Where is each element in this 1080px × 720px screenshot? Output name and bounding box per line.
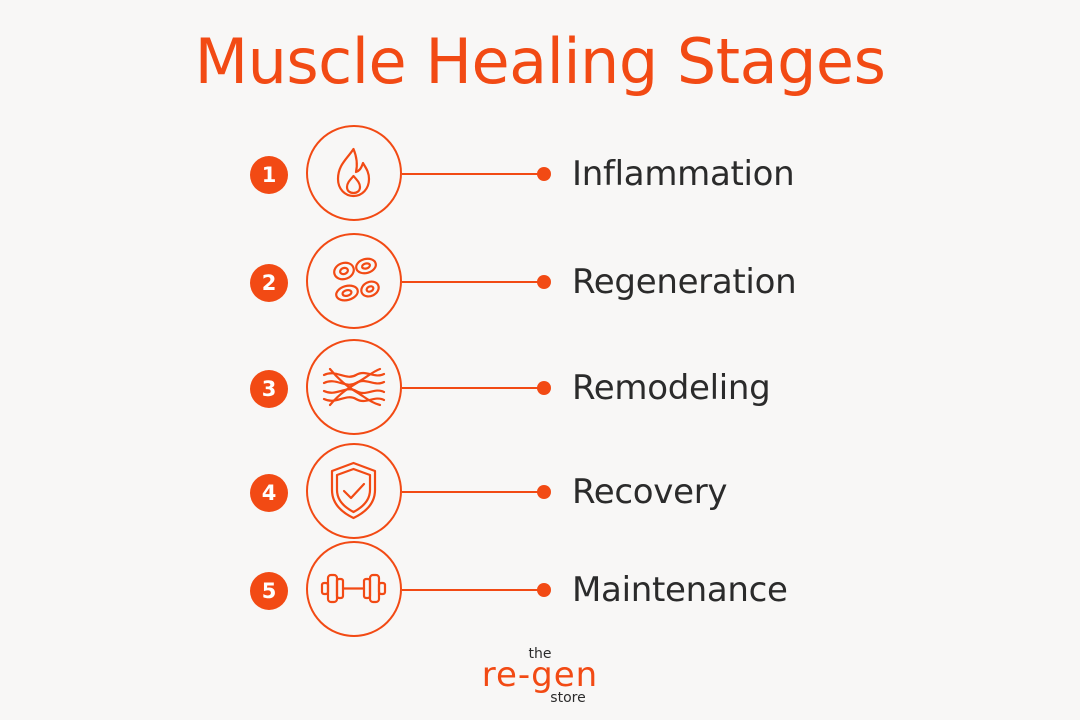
flame-icon (336, 147, 371, 198)
woven-fibers-icon (322, 367, 386, 407)
stage-label: Maintenance (572, 570, 788, 610)
brand-main-text: re-gen (481, 655, 599, 695)
stage-number-badge: 1 (250, 156, 288, 194)
stage-label: Regeneration (572, 262, 797, 302)
stage-connector-line (402, 589, 540, 591)
dumbbell-icon (320, 573, 387, 604)
stage-number-badge: 2 (250, 264, 288, 302)
stage-label: Inflammation (572, 154, 795, 194)
cells-icon (333, 257, 380, 302)
stage-connector-line (402, 281, 540, 283)
stage-icon-ring (306, 233, 402, 329)
brand-logo: the re-gen store (440, 643, 640, 713)
shield-check-icon (330, 461, 377, 520)
stage-connector-dot (537, 275, 551, 289)
stage-number-badge: 5 (250, 572, 288, 610)
brand-the-text: the (528, 646, 552, 662)
page-title: Muscle Healing Stages (194, 25, 886, 98)
stage-connector-dot (537, 485, 551, 499)
stage-connector-dot (537, 167, 551, 181)
stage-label: Remodeling (572, 368, 771, 408)
stage-number-badge: 3 (250, 370, 288, 408)
stage-icon-ring (306, 541, 402, 637)
stage-connector-dot (537, 381, 551, 395)
stage-connector-line (402, 491, 540, 493)
stage-icon-ring (306, 339, 402, 435)
stage-label: Recovery (572, 472, 728, 512)
stage-number-badge: 4 (250, 474, 288, 512)
stage-row-inflammation: 1 Inflammation (0, 125, 1080, 225)
stage-connector-line (402, 173, 540, 175)
stage-row-remodeling: 3 Remodeling (0, 339, 1080, 439)
stage-icon-ring (306, 443, 402, 539)
stage-row-regeneration: 2 Regeneration (0, 233, 1080, 333)
stage-row-maintenance: 5 Maintenance (0, 541, 1080, 641)
stage-row-recovery: 4 Recovery (0, 443, 1080, 543)
stage-connector-dot (537, 583, 551, 597)
stage-icon-ring (306, 125, 402, 221)
brand-store-text: store (550, 690, 586, 706)
stage-connector-line (402, 387, 540, 389)
